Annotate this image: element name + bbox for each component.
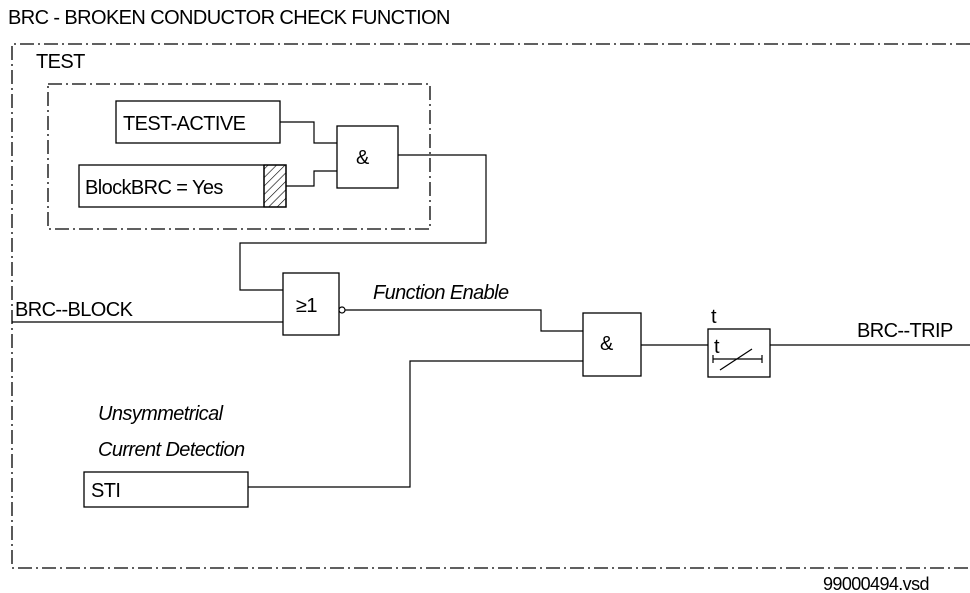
outer-frame [11,43,970,569]
trip-and-gate [582,312,642,377]
function-enable-label: Function Enable [373,282,509,304]
timer-inner-label: t [714,336,720,358]
sti-label: STI [91,480,120,502]
file-name: 99000494.vsd [823,574,929,593]
wire-sti-to-and [248,360,583,488]
timer-label: t [711,306,717,328]
detection-label-line2: Current Detection [98,439,245,461]
wire-and-to-or [239,154,487,291]
timer-block [707,328,771,378]
or-gate-negation [338,306,346,314]
test-active-box [115,100,281,144]
setting-hatch [263,164,287,208]
test-and-gate [336,125,399,189]
trip-and-gate-label: & [600,333,614,355]
block-setting-label: BlockBRC = Yes [85,177,223,199]
diagram-title: BRC - BROKEN CONDUCTOR CHECK FUNCTION [8,7,450,29]
wire-block-setting [286,170,337,187]
or-gate-label: ≥1 [296,295,317,317]
test-group-label: TEST [36,51,85,73]
detection-label-line1: Unsymmetrical [98,403,224,425]
test-active-label: TEST-ACTIVE [123,113,246,135]
or-gate [282,272,340,336]
sti-box [83,471,249,508]
trip-output-label: BRC--TRIP [857,320,953,342]
wire-function-enable [345,309,583,332]
block-input-label: BRC--BLOCK [15,299,134,321]
test-and-gate-label: & [356,147,370,169]
block-setting-box [78,164,287,208]
wire-test-active [280,121,337,144]
